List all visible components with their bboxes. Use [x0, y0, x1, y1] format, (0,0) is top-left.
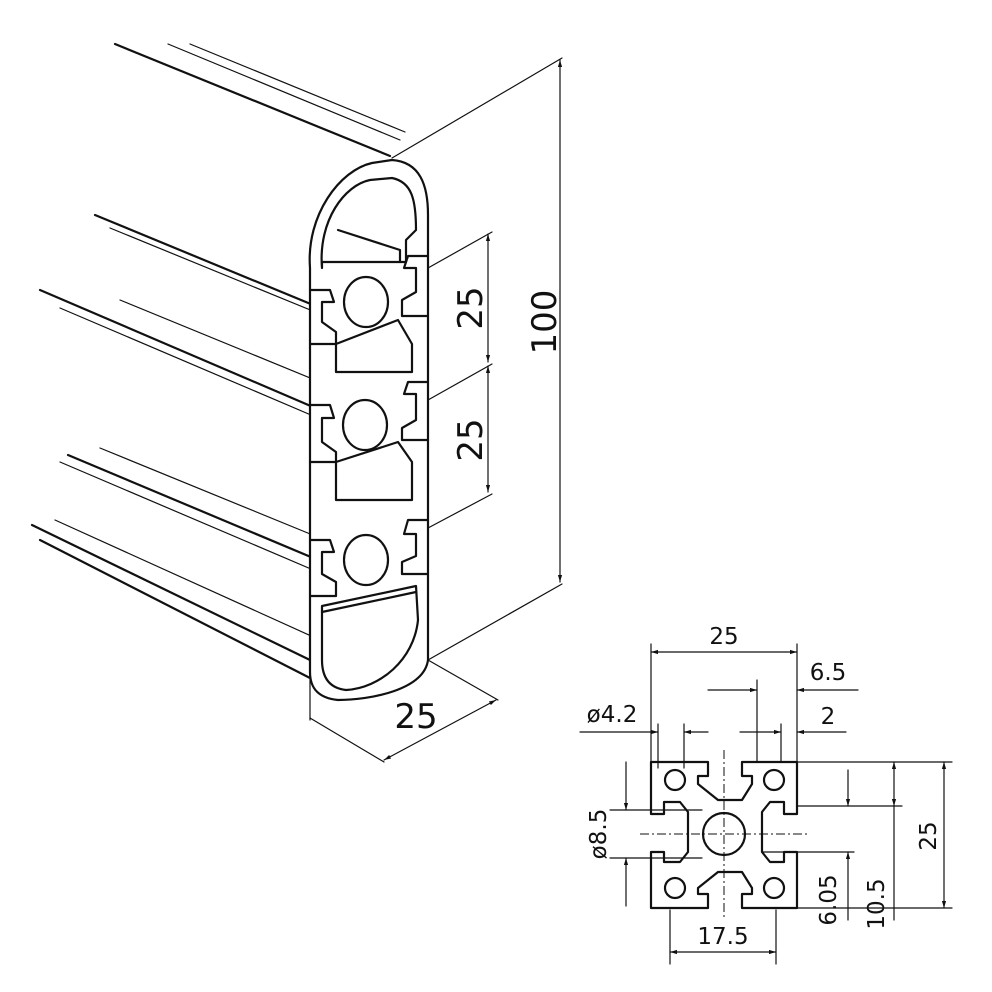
- dim-slot-depth: 6.05: [816, 874, 842, 925]
- dim-pitch-upper: 25: [451, 286, 491, 329]
- corner-hole-br: [762, 876, 786, 900]
- end-face: [308, 158, 430, 702]
- corner-hole-tl: [663, 768, 687, 792]
- corner-hole-bl: [663, 876, 687, 900]
- dim-core-diameter: ø8.5: [586, 809, 612, 860]
- dim-hole-diameter: ø4.2: [587, 702, 638, 728]
- dim-slot-offset: 6.5: [810, 660, 847, 686]
- dim-wall: 2: [821, 704, 836, 730]
- dim-section-height: 25: [916, 821, 942, 850]
- dim-half-height: 10.5: [864, 878, 890, 929]
- dim-overall-height: 100: [525, 290, 565, 355]
- dim-bottom-width: 17.5: [697, 924, 748, 950]
- corner-hole-tr: [762, 768, 786, 792]
- cross-section-view: 25 6.5 ø4.2 2 ø8.5 25 6.05 10.5 17.5: [579, 624, 953, 965]
- dim-depth: 25: [394, 697, 437, 737]
- extrusion-edges: [30, 42, 406, 680]
- iso-extension-lines: [309, 57, 563, 763]
- dim-pitch-lower: 25: [451, 418, 491, 461]
- section-dimension-lines: [579, 649, 947, 955]
- isometric-profile-view: 100 25 25 25: [30, 42, 565, 763]
- dim-section-width: 25: [709, 624, 738, 650]
- iso-dimension-lines: [383, 59, 563, 761]
